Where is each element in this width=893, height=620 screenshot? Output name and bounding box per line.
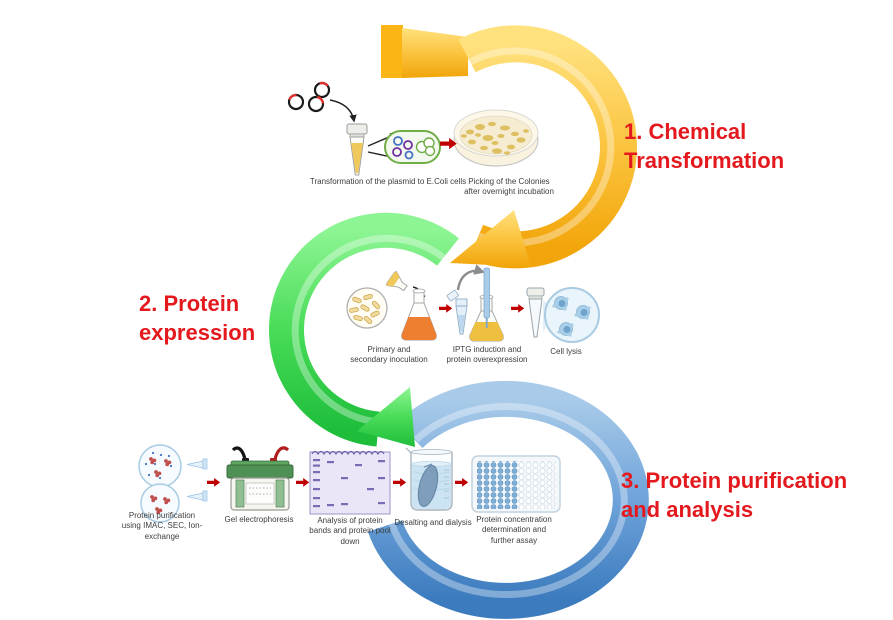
colonies (461, 121, 529, 155)
lysis-tube-icon (526, 287, 545, 338)
yellow-arrow-arc (458, 25, 637, 269)
transformation-tube-icon (346, 123, 368, 176)
yellow-arrowhead-icon (450, 210, 531, 267)
plasmids-icon (287, 81, 331, 113)
caption-iptg: IPTG induction and protein overexpressio… (446, 345, 528, 365)
process-arrow-icon (455, 478, 469, 487)
caption-purification: Protein purification using IMAC, SEC, Io… (121, 511, 203, 541)
plasmid-to-tube-arrow-icon (329, 99, 357, 123)
step-2-label: 2. Protein expression (139, 291, 256, 346)
caption-picking: Picking of the Colonies after overnight … (464, 177, 554, 197)
iptg-tube-icon (446, 289, 468, 335)
yellow-arrow-bridge (402, 28, 468, 78)
induction-flask-icon (469, 267, 504, 342)
process-arrow-icon (207, 478, 221, 487)
filled-wells (477, 461, 519, 509)
dialysis-bag (417, 465, 439, 507)
culture-flask-icon (401, 288, 437, 341)
iptg-add-arrow-icon (456, 264, 486, 291)
protein-molecules (149, 457, 172, 515)
protein-bands (313, 459, 385, 508)
process-arrow-icon (393, 478, 407, 487)
green-arrowhead-icon (357, 387, 415, 447)
lysed-cell (552, 296, 591, 337)
cycle-arrow-yellow (381, 25, 637, 269)
caption-analysis: Analysis of protein bands and protein po… (309, 516, 391, 546)
ecoli-cell-icon (384, 130, 441, 164)
caption-gel: Gel electrophoresis (224, 515, 294, 524)
green-arrow-arc (269, 212, 459, 447)
lysed-cells-loupe-icon (544, 287, 600, 343)
green-arrow-highlight (291, 234, 447, 426)
pouring-flask-icon (385, 271, 408, 292)
cycle-arrow-blue (367, 380, 649, 619)
process-arrow-icon (296, 478, 310, 487)
graduations (444, 469, 449, 499)
caption-cell-lysis: Cell lysis (550, 347, 582, 356)
gel-electrophoresis-icon (226, 446, 294, 511)
yellow-arrow-tail (381, 25, 403, 78)
empty-wells (519, 461, 556, 509)
cycle-arrow-green (269, 212, 459, 447)
pipette-icon (483, 267, 490, 319)
blue-arrow-highlight (388, 403, 628, 599)
beaker-dialysis-icon (405, 447, 453, 511)
caption-transformation: Transformation of the plasmid to E.Coli … (309, 177, 467, 186)
gel-bands-icon (309, 450, 391, 515)
petri-dish-icon (453, 109, 539, 167)
purification-loupe-icons (138, 444, 208, 523)
caption-inoculation: Primary and secondary inoculation (350, 345, 428, 365)
step-1-label: 1. Chemical Transformation (624, 119, 785, 174)
buffer-dots (144, 451, 173, 480)
yellow-arrow-highlight (468, 47, 615, 247)
gel-wells (311, 450, 385, 456)
inoculation-loupe-icon (346, 287, 388, 329)
process-arrow-icon (511, 304, 525, 313)
blue-arrow-arc (367, 380, 649, 619)
caption-desalting: Desalting and dialysis (394, 518, 472, 527)
step-3-label: 3. Protein purification and analysis (621, 468, 848, 523)
microplate-icon (471, 455, 561, 513)
caption-concentration: Protein concentration determination and … (476, 515, 552, 545)
bacteria (349, 293, 381, 325)
process-arrow-icon (439, 304, 453, 313)
